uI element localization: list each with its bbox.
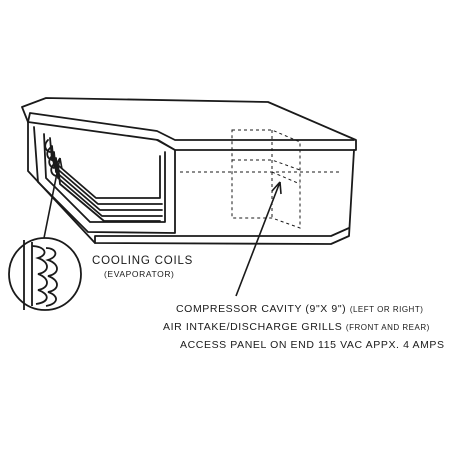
compressor-cavity-callout: COMPRESSOR CAVITY (9"X 9") (LEFT OR RIGH…: [176, 303, 423, 315]
cooling-coils: [44, 137, 163, 222]
air-grills-note: (FRONT AND REAR): [345, 323, 430, 332]
evaporator-label: (EVAPORATOR): [104, 269, 175, 279]
lid-front-edge: [27, 112, 355, 141]
compressor-cavity-outline: [180, 129, 340, 229]
magnifier-detail: [8, 237, 82, 311]
lid-outline: [21, 97, 357, 151]
evaporator-well-inner: [43, 133, 166, 223]
evaporator-well: [33, 126, 176, 234]
cabinet-body: [27, 121, 355, 245]
access-panel-callout: ACCESS PANEL ON END 115 VAC APPX. 4 AMPS: [180, 339, 445, 351]
leader-lines: [43, 157, 282, 297]
cooling-coils-label: COOLING COILS: [92, 255, 194, 267]
compressor-cavity-note: (LEFT OR RIGHT): [349, 305, 424, 314]
air-grills-text: AIR INTAKE/DISCHARGE GRILLS: [163, 321, 343, 333]
air-grills-callout: AIR INTAKE/DISCHARGE GRILLS (FRONT AND R…: [163, 321, 430, 333]
access-panel-text: ACCESS PANEL ON END 115 VAC APPX. 4 AMPS: [180, 339, 445, 351]
cabinet-base-edge: [94, 227, 350, 244]
compressor-cavity-text: COMPRESSOR CAVITY (9"X 9"): [176, 303, 347, 315]
